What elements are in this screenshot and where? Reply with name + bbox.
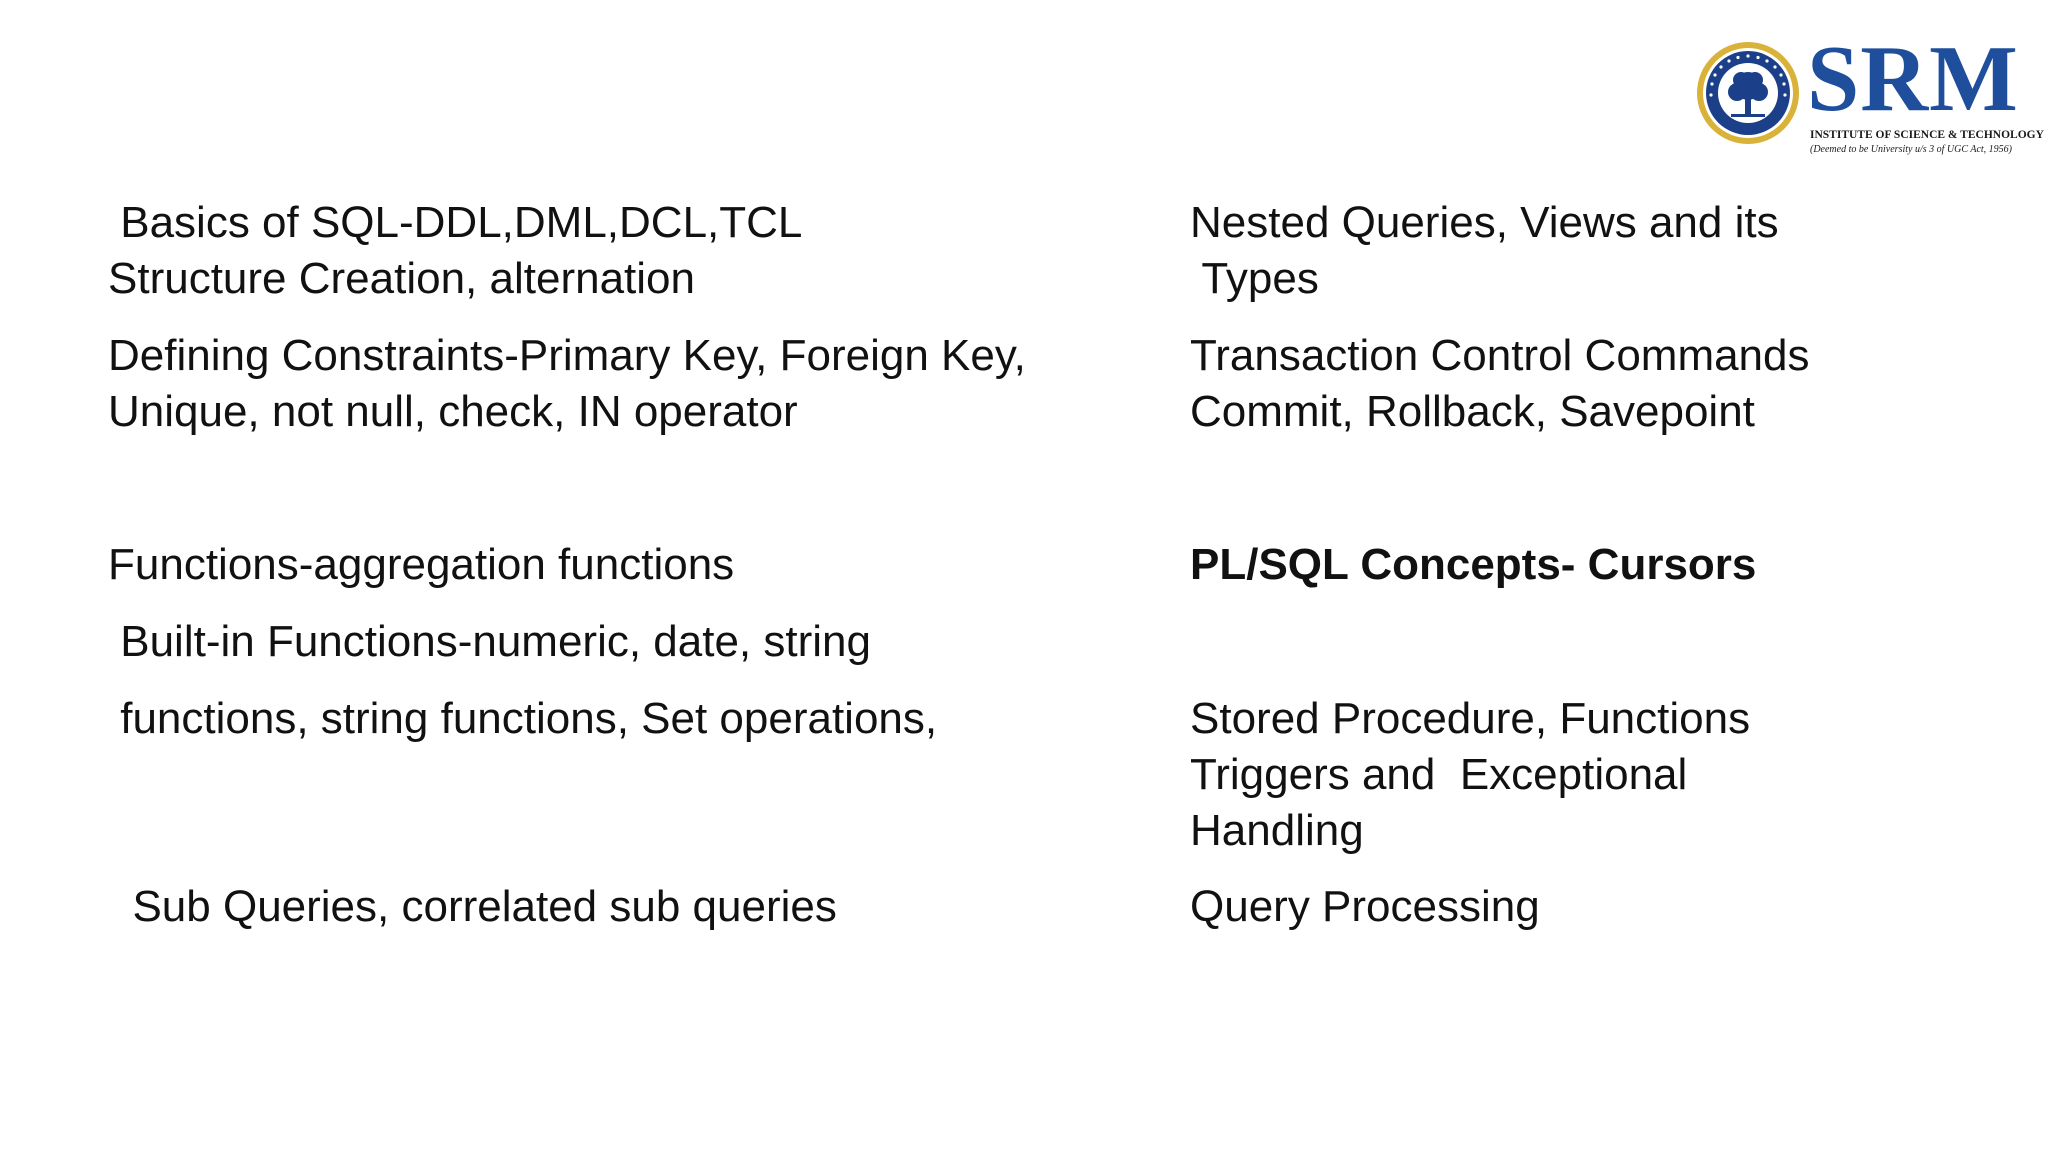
topic-aggregation-functions: Functions-aggregation functions — [108, 540, 735, 589]
topic-string-set-operations: functions, string functions, Set operati… — [108, 694, 938, 743]
logo-wordmark: SRM — [1807, 27, 2019, 131]
topic-query-processing: Query Processing — [1190, 882, 1540, 931]
topic-nested-queries-views: Nested Queries, Views and its Types — [1190, 198, 1779, 303]
topic-stored-procedures: Stored Procedure, Functions Triggers and… — [1190, 694, 1751, 855]
topic-sub-queries: Sub Queries, correlated sub queries — [108, 882, 837, 931]
logo-subtitle: INSTITUTE OF SCIENCE & TECHNOLOGY — [1810, 129, 2044, 141]
topic-plsql-cursors: PL/SQL Concepts- Cursors — [1190, 540, 1757, 589]
topic-sql-basics: Basics of SQL-DDL,DML,DCL,TCL Structure … — [108, 198, 803, 303]
topic-builtin-functions: Built-in Functions-numeric, date, string — [108, 617, 871, 666]
topic-constraints: Defining Constraints-Primary Key, Foreig… — [108, 331, 1026, 436]
topic-transaction-control: Transaction Control Commands Commit, Rol… — [1190, 331, 1810, 436]
logo-note: (Deemed to be University u/s 3 of UGC Ac… — [1810, 144, 2012, 155]
srm-logo: SRM INSTITUTE OF SCIENCE & TECHNOLOGY (D… — [1695, 32, 2044, 163]
university-seal-icon — [1697, 42, 1799, 144]
